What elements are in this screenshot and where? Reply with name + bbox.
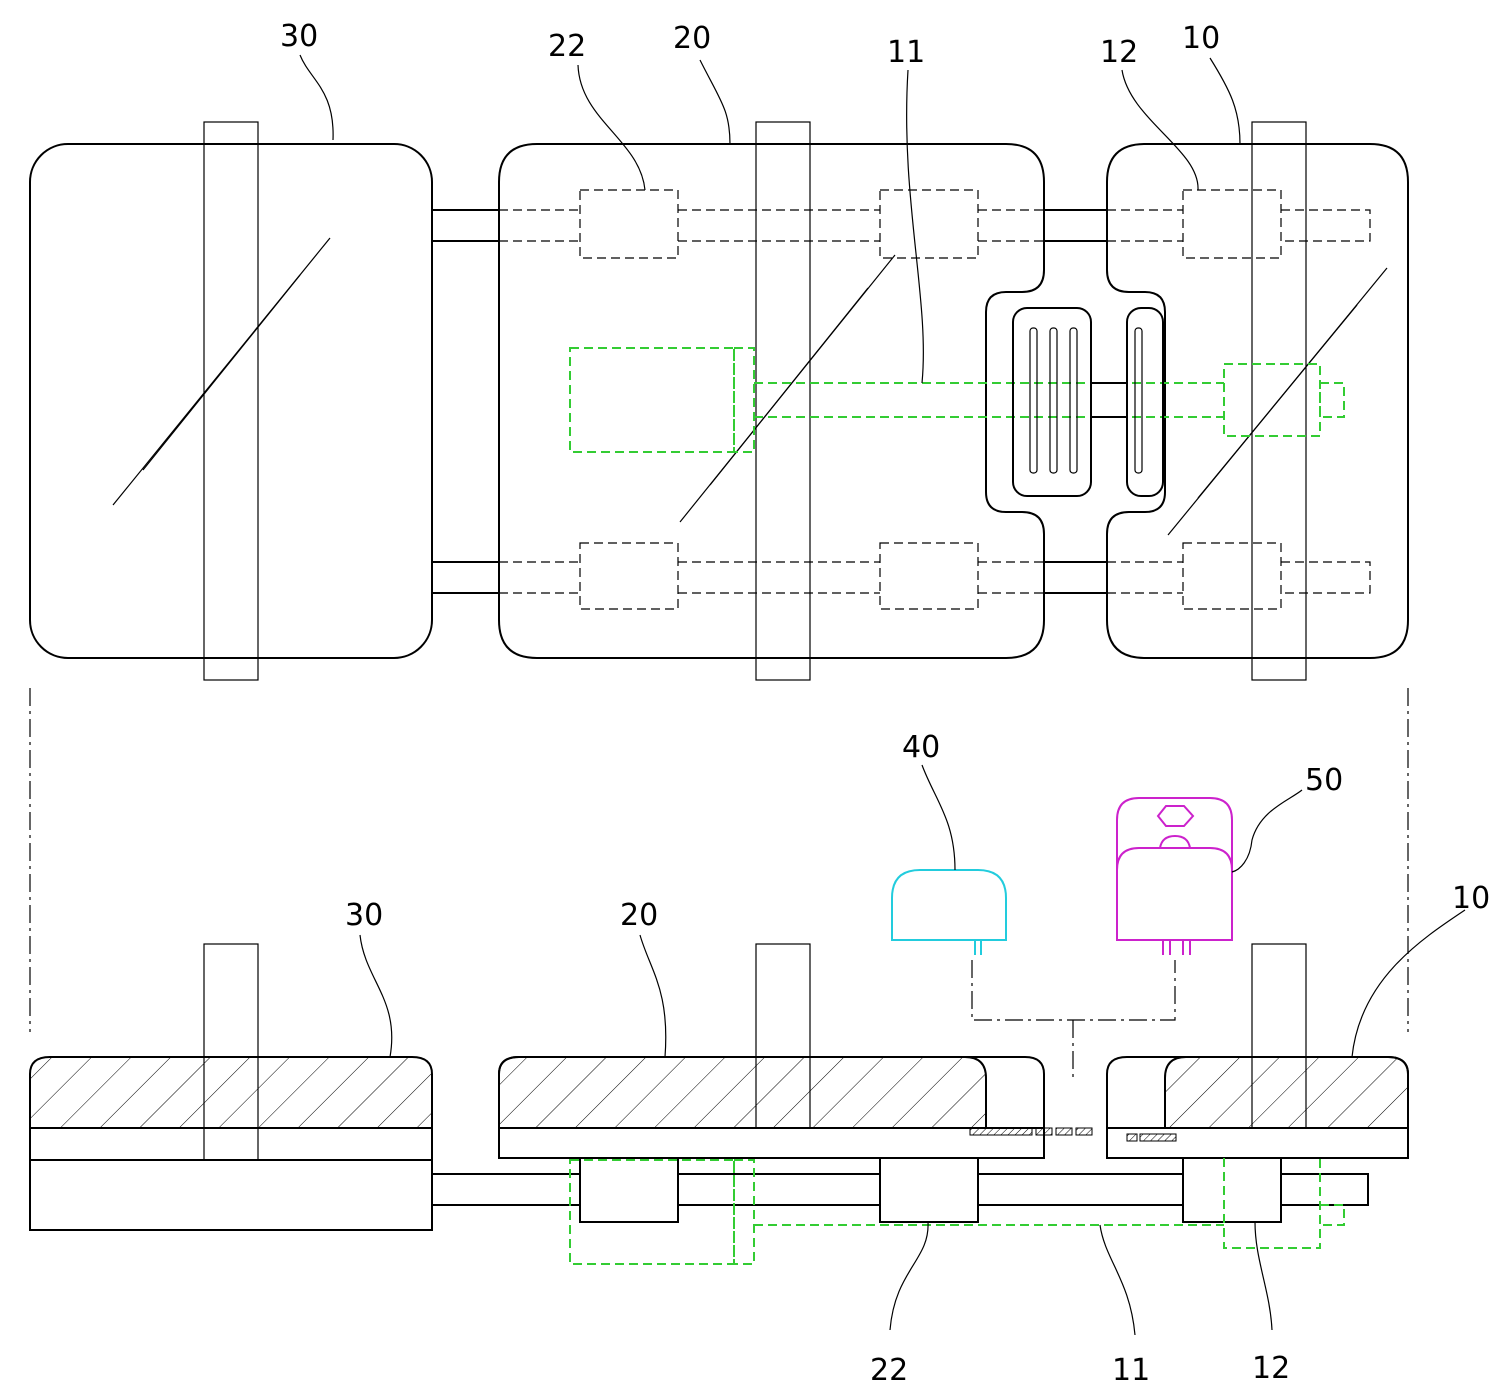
label-11-bottom: 11: [1112, 1353, 1150, 1388]
label-12-bottom: 12: [1252, 1351, 1290, 1386]
module-20-top: [498, 121, 1045, 681]
module-10-side: [1106, 943, 1409, 1159]
module-30-top: [29, 121, 433, 681]
label-30-side: 30: [345, 898, 383, 933]
drive-11-side: [569, 1158, 1345, 1265]
label-22-top: 22: [548, 29, 586, 64]
rods-30-20: [432, 209, 499, 594]
leaders-side: [359, 909, 1466, 1336]
label-11-top: 11: [887, 35, 925, 70]
rail-side: [432, 1157, 1369, 1223]
label-10-side: 10: [1452, 881, 1490, 916]
connector-plates: [969, 1127, 1177, 1142]
coupling-top: [1012, 307, 1164, 497]
label-22-bottom: 22: [870, 1353, 908, 1388]
module-30-side: [29, 943, 433, 1231]
labels: 30 22 20 11 12 10 40 50 30 20 10 22 11 1…: [280, 19, 1490, 1388]
label-40: 40: [902, 730, 940, 765]
label-12-top: 12: [1100, 35, 1138, 70]
side-view: [29, 909, 1466, 1336]
label-20-side: 20: [620, 898, 658, 933]
drive-11-top: [569, 347, 1345, 453]
module-20-side: [498, 943, 1045, 1159]
rods-20-10: [1044, 209, 1107, 594]
label-50: 50: [1305, 763, 1343, 798]
leaders-top: [299, 54, 1241, 384]
top-view: [29, 54, 1409, 681]
guide-rails-top: [499, 189, 1371, 610]
label-10-top: 10: [1182, 21, 1220, 56]
modules-40-50: [891, 764, 1303, 1082]
module-10-top: [1106, 121, 1409, 681]
label-20-top: 20: [673, 21, 711, 56]
projection-lines: [29, 688, 1409, 1032]
label-30-top: 30: [280, 19, 318, 54]
